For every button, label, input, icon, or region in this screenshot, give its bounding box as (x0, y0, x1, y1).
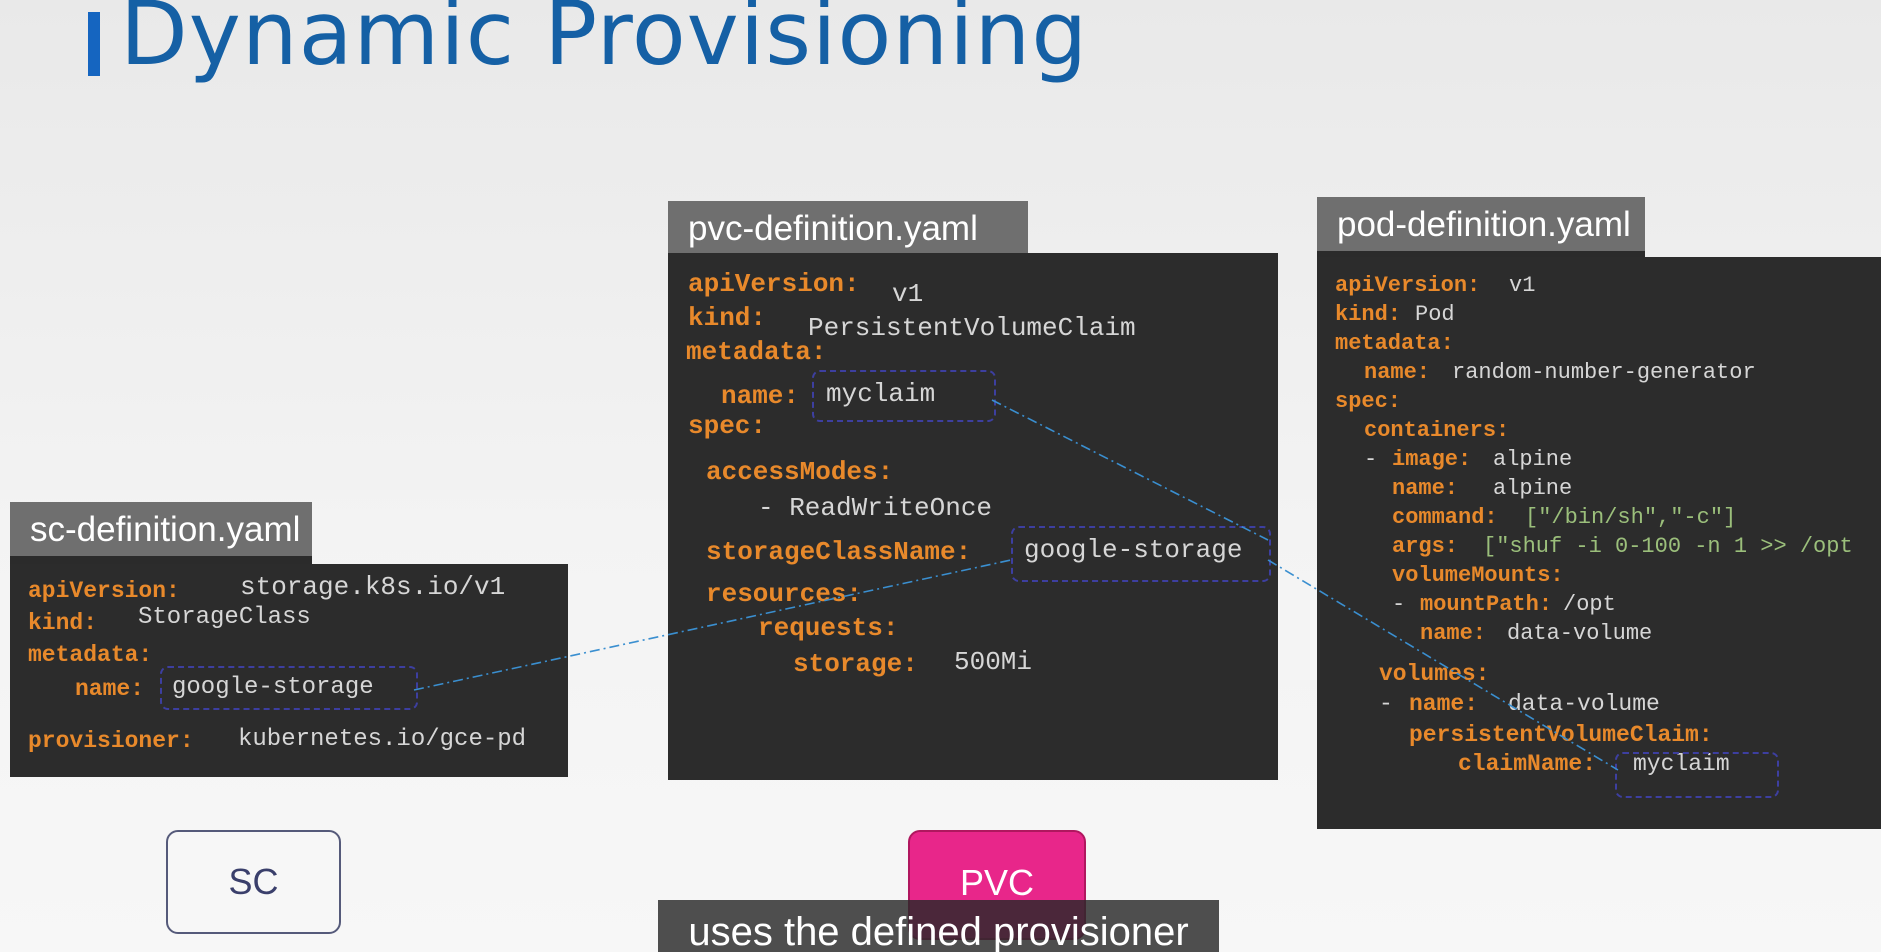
sc-name-key: name: (75, 676, 145, 702)
sc-provisioner-key: provisioner: (28, 728, 194, 754)
pod-volumemount-name-value: data-volume (1507, 621, 1653, 646)
pvc-requests-key: requests: (758, 613, 899, 643)
pvc-storage-value: 500Mi (954, 647, 1033, 677)
pod-args-key: args: (1392, 534, 1459, 559)
pod-name-value: random-number-generator (1452, 360, 1756, 385)
pvc-apiversion-key: apiVersion: (688, 269, 860, 299)
subtitle-caption: uses the defined provisioner (658, 900, 1219, 952)
pod-mountpath-key: mountPath: (1420, 592, 1553, 617)
pod-containers-key: containers: (1364, 418, 1510, 443)
pod-container-name-value: alpine (1493, 476, 1573, 501)
pvc-link-upper (991, 399, 1269, 541)
pod-volumes-key: volumes: (1379, 661, 1490, 687)
pod-kind-key: kind: (1335, 302, 1402, 327)
tab-sc-definition[interactable]: sc-definition.yaml (10, 502, 312, 564)
sc-metadata-key: metadata: (28, 642, 153, 668)
pvc-storageclass-highlight (1011, 526, 1271, 582)
pod-mountpath-value: /opt (1563, 592, 1616, 617)
pod-volume-name-value: data-volume (1508, 691, 1660, 717)
sc-to-pvc-link (413, 559, 1012, 691)
pvc-accessmodes-value: - ReadWriteOnce (758, 493, 993, 523)
pvc-storageclassname-key: storageClassName: (706, 537, 972, 567)
pvc-name-highlight (812, 370, 996, 422)
sc-button-label: SC (228, 861, 279, 902)
tab-pod-definition[interactable]: pod-definition.yaml (1317, 197, 1645, 259)
pvc-button-label: PVC (959, 862, 1035, 903)
pvc-storage-key: storage: (793, 649, 918, 679)
sc-button[interactable]: SC (166, 830, 341, 934)
pvc-kind-value: PersistentVolumeClaim (808, 313, 1136, 343)
sc-apiversion-key: apiVersion: (28, 578, 180, 604)
pod-command-value: ["/bin/sh","-c"] (1525, 505, 1737, 530)
pod-apiversion-key: apiVersion: (1335, 273, 1481, 298)
pvc-kind-key: kind: (688, 303, 767, 333)
pod-volume-name-dash: - (1379, 691, 1393, 717)
sc-provisioner-value: kubernetes.io/gce-pd (238, 726, 527, 753)
pod-image-key: image: (1392, 447, 1472, 472)
pod-code-panel: apiVersion: v1 kind: Pod metadata: name:… (1317, 257, 1881, 829)
pvc-name-key: name: (721, 381, 800, 411)
pod-volume-name-key: name: (1409, 691, 1479, 717)
tab-pvc-label: pvc-definition.yaml (688, 209, 978, 248)
pvc-resources-key: resources: (706, 579, 863, 609)
pod-spec-key: spec: (1335, 389, 1402, 414)
pod-metadata-key: metadata: (1335, 331, 1454, 356)
pod-image-dash: - (1364, 447, 1378, 472)
pvc-to-pod-link (1267, 559, 1619, 771)
sc-apiversion-value: storage.k8s.io/v1 (240, 572, 506, 602)
pvc-apiversion-value: v1 (892, 279, 924, 309)
title-accent-bar (88, 12, 100, 76)
sc-kind-value: StorageClass (138, 604, 311, 631)
pod-apiversion-value: v1 (1509, 273, 1536, 298)
pvc-code-panel: apiVersion: v1 kind: PersistentVolumeCla… (668, 253, 1278, 780)
pod-volumemounts-key: volumeMounts: (1392, 563, 1564, 588)
pod-image-value: alpine (1493, 447, 1573, 472)
sc-name-highlight (160, 666, 418, 710)
pod-volumemount-name-key: name: (1420, 621, 1487, 646)
pod-claimname-highlight (1615, 752, 1779, 798)
pod-claimname-value: myclaim (1633, 751, 1730, 777)
pod-name-key: name: (1364, 360, 1431, 385)
pod-kind-value: Pod (1415, 302, 1455, 327)
pvc-spec-key: spec: (688, 411, 767, 441)
tab-sc-label: sc-definition.yaml (30, 510, 301, 549)
page-title: Dynamic Provisioning (120, 0, 1089, 85)
tab-pod-label: pod-definition.yaml (1337, 205, 1631, 244)
pvc-accessmodes-key: accessModes: (706, 457, 894, 487)
pvc-storageclassname-value: google-storage (1024, 535, 1243, 565)
sc-code-panel: apiVersion: storage.k8s.io/v1 kind: Stor… (10, 564, 568, 777)
pod-mountpath-dash: - (1392, 592, 1406, 617)
pvc-metadata-key: metadata: (686, 337, 827, 367)
sc-kind-key: kind: (28, 610, 98, 636)
pvc-name-value: myclaim (826, 379, 936, 409)
pod-container-name-key: name: (1392, 476, 1459, 501)
pod-args-value: ["shuf -i 0-100 -n 1 >> /opt (1483, 534, 1853, 559)
pod-command-key: command: (1392, 505, 1498, 530)
pod-claimname-key: claimName: (1458, 751, 1597, 777)
sc-name-value: google-storage (172, 674, 374, 701)
